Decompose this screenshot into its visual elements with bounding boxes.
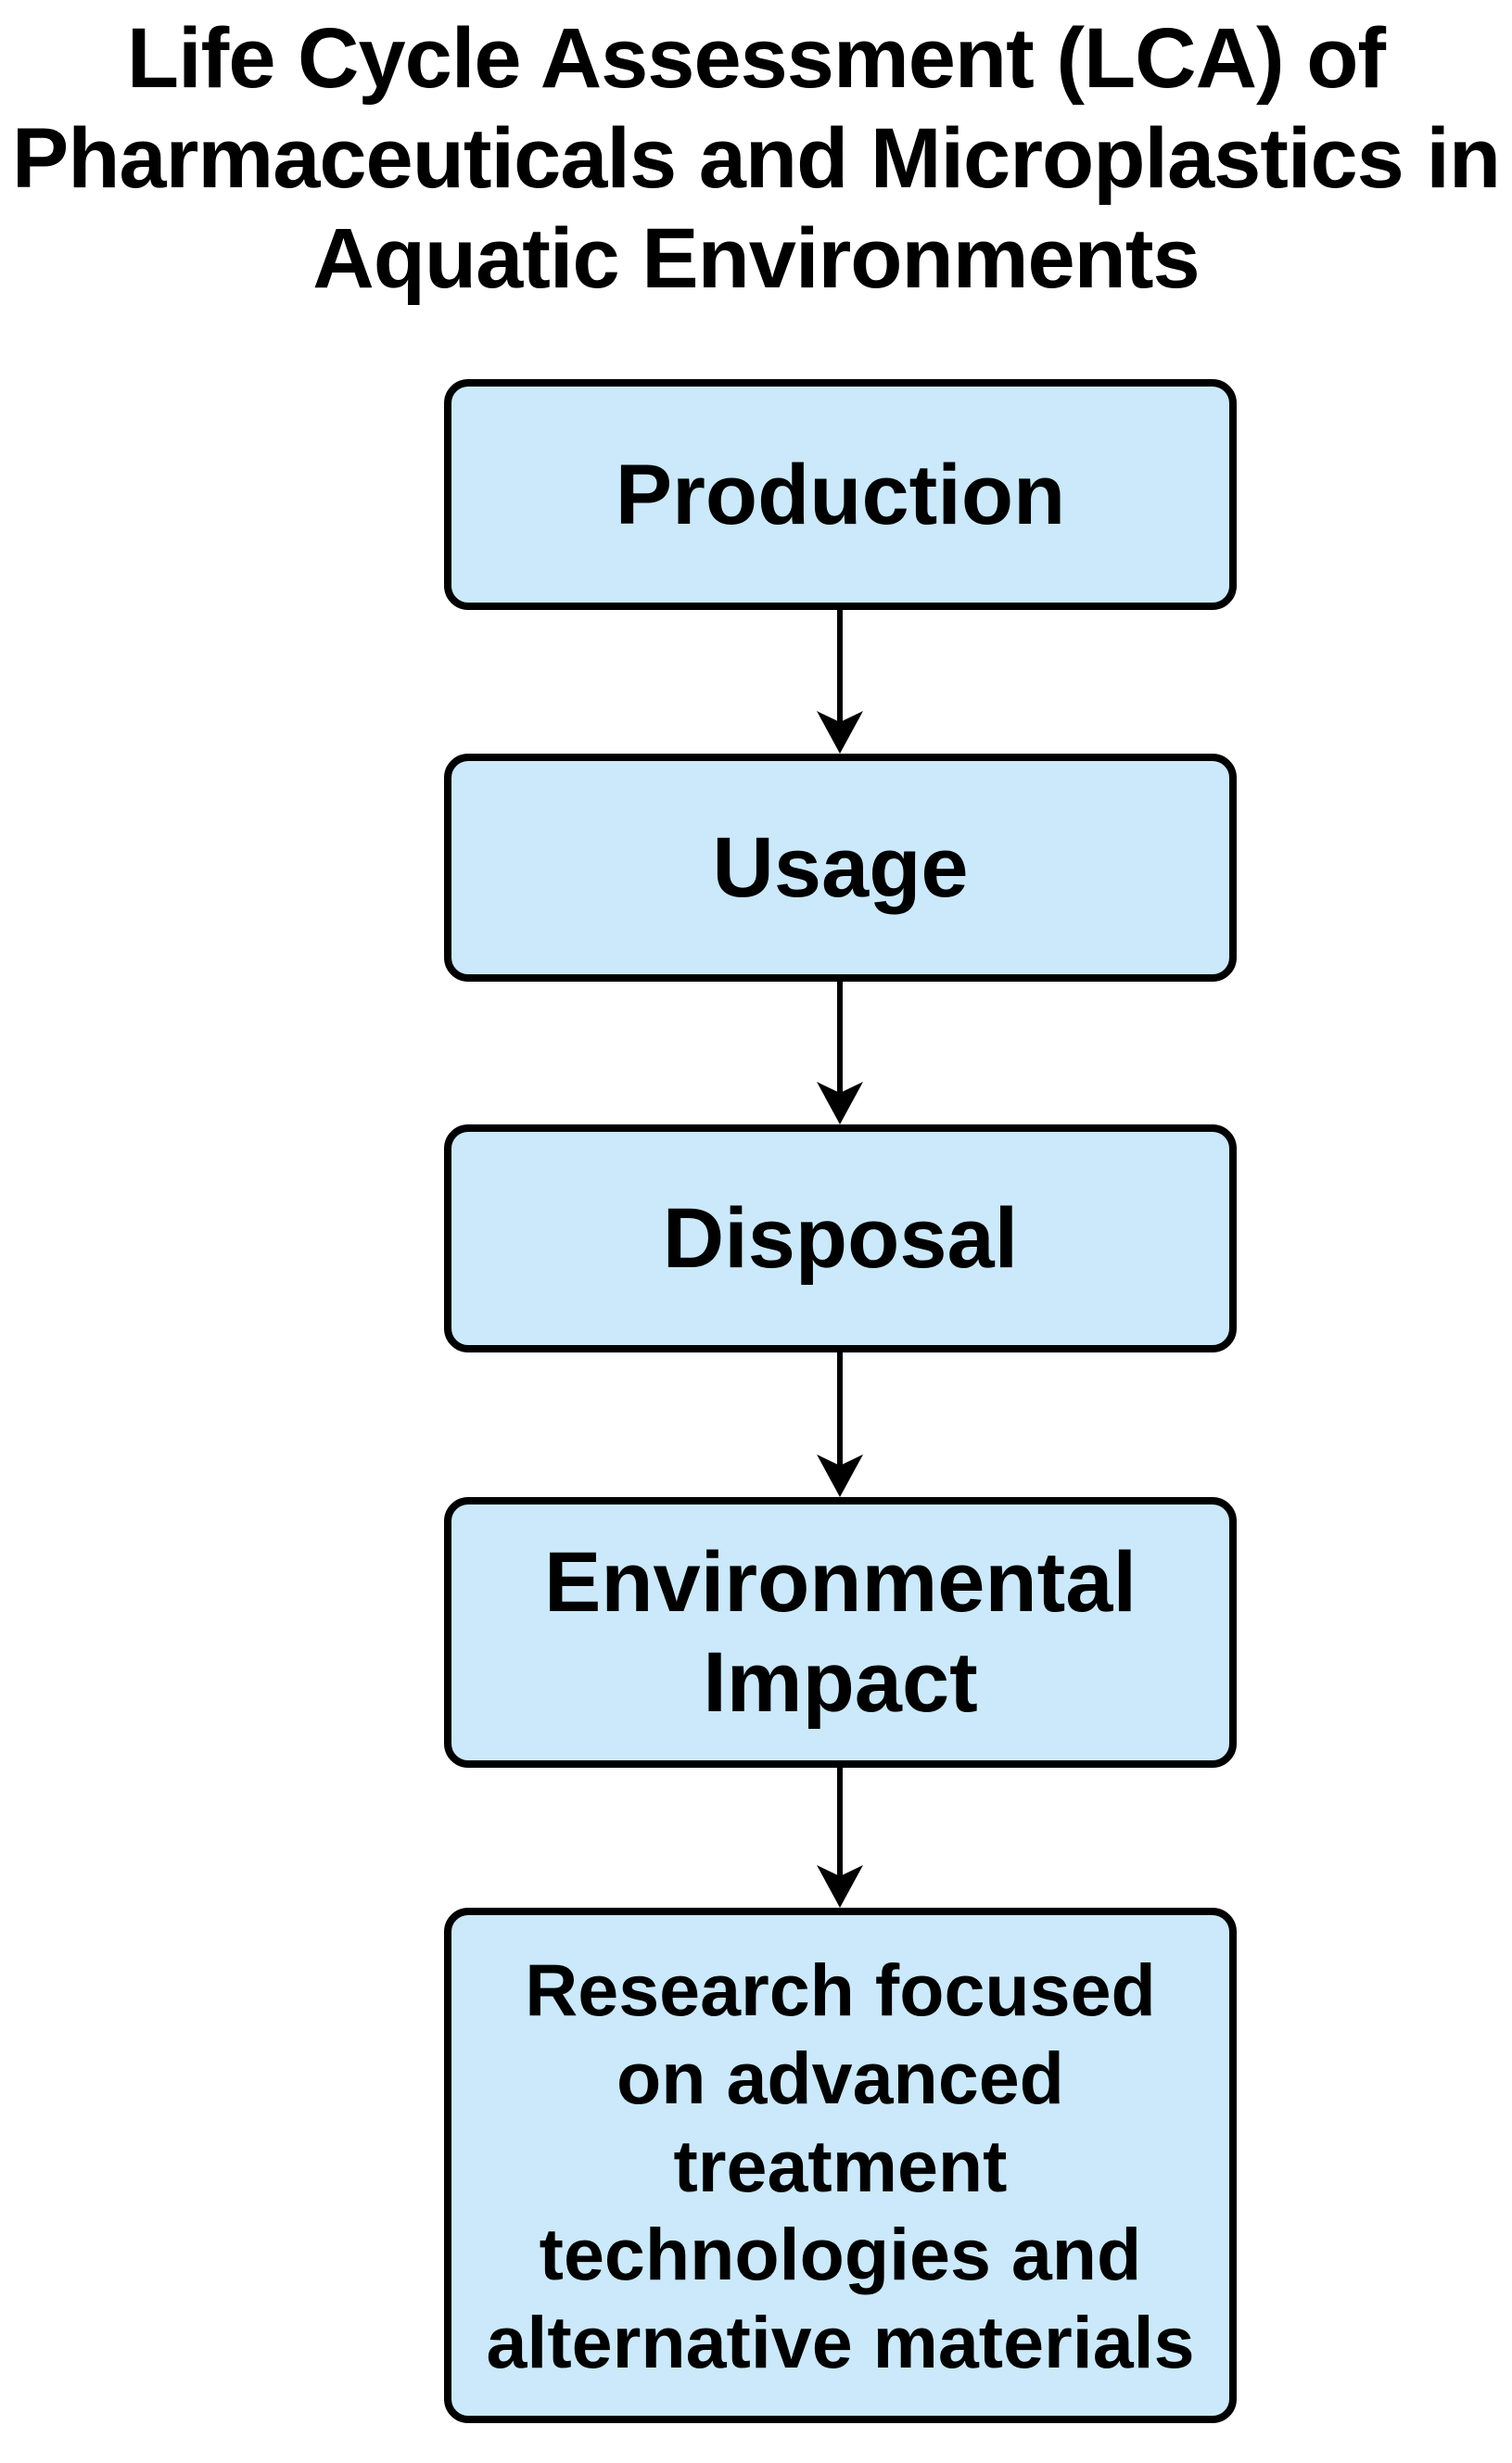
flow-node-research: Research focused on advanced treatment t… [444, 1908, 1237, 2423]
connector-arrow-3 [817, 1352, 863, 1497]
flow-node-production: Production [444, 379, 1237, 610]
connector-arrow-2 [817, 982, 863, 1124]
flow-node-usage: Usage [444, 754, 1237, 982]
arrow-line [837, 1768, 843, 1876]
arrow-line [837, 610, 843, 722]
arrow-line [837, 982, 843, 1093]
connector-arrow-4 [817, 1768, 863, 1908]
flow-node-label: Usage [712, 820, 969, 915]
arrowhead-down-icon [817, 1082, 863, 1124]
flow-node-label: Disposal [662, 1191, 1019, 1286]
arrowhead-down-icon [817, 1454, 863, 1497]
flow-node-disposal: Disposal [444, 1124, 1237, 1352]
flow-node-environmental-impact: Environmental Impact [444, 1497, 1237, 1768]
connector-arrow-1 [817, 610, 863, 754]
arrow-line [837, 1352, 843, 1466]
flow-node-label: Production [615, 447, 1066, 542]
flow-node-label: Research focused on advanced treatment t… [486, 1948, 1195, 2383]
diagram-title: Life Cycle Assessment (LCA) of Pharmaceu… [11, 11, 1501, 306]
flow-node-label: Environmental Impact [543, 1535, 1137, 1730]
arrowhead-down-icon [817, 711, 863, 754]
arrowhead-down-icon [817, 1865, 863, 1908]
